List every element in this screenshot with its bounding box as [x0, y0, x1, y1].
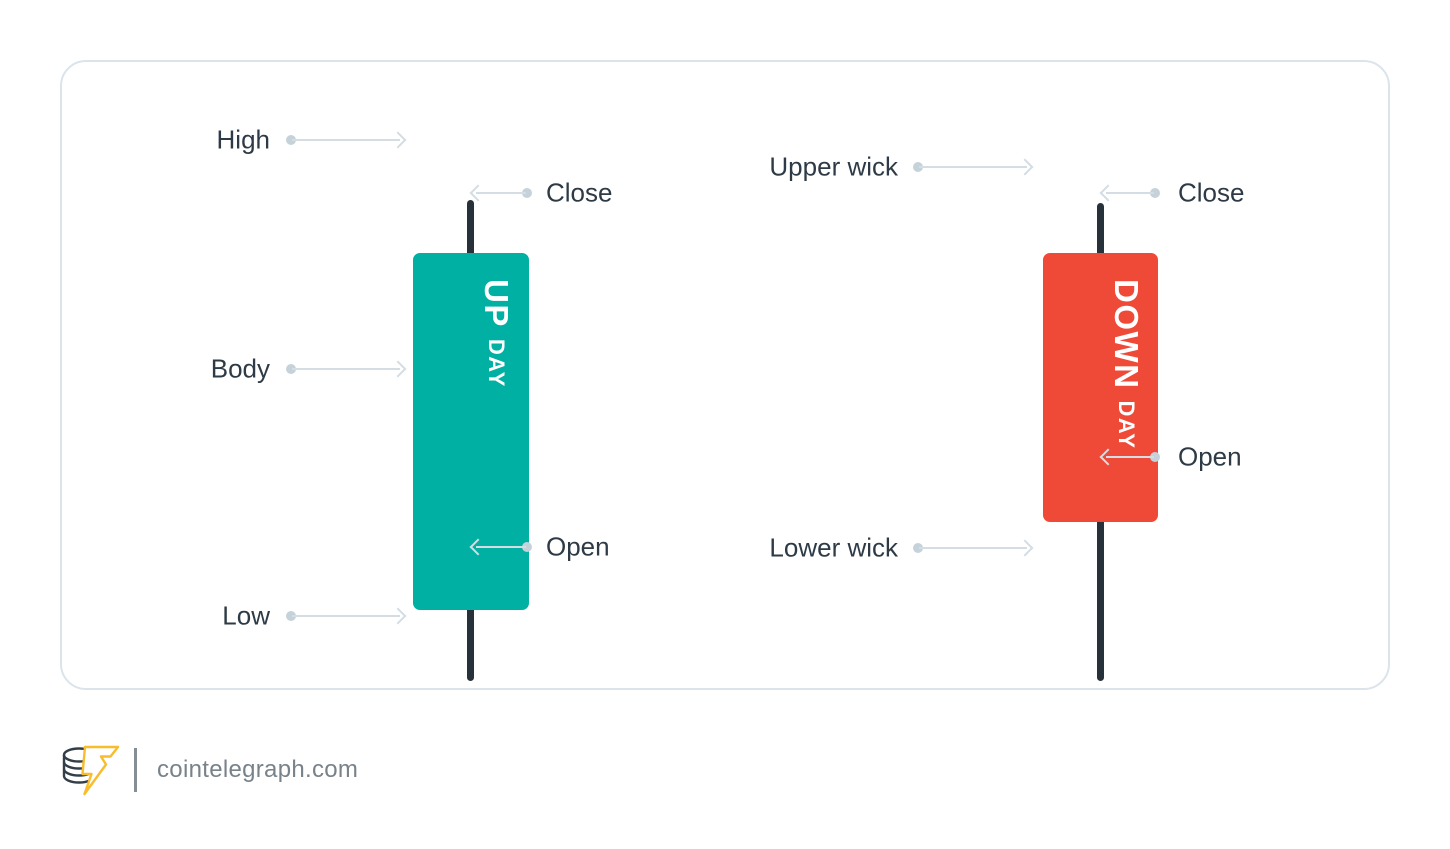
up-candle-title-main: UP: [478, 279, 515, 328]
up-candle-body: UP DAY: [413, 253, 529, 610]
arrow-line: [292, 139, 400, 141]
arrow-head-icon: [469, 184, 487, 202]
arrow-line: [1106, 192, 1154, 194]
low-arrow: [286, 607, 407, 625]
arrow-dot: [522, 188, 532, 198]
arrow-head-icon: [1016, 158, 1034, 176]
arrow-head-icon: [389, 131, 407, 149]
diagram-card: UP DAY DOWN DAY: [60, 60, 1390, 690]
down-candle-body: DOWN DAY: [1043, 253, 1158, 522]
arrow-line: [919, 547, 1027, 549]
arrow-dot: [913, 162, 923, 172]
arrow-dot: [913, 543, 923, 553]
footer-branding: cointelegraph.com: [56, 742, 358, 798]
arrow-head-icon: [1099, 448, 1117, 466]
arrow-dot: [1150, 452, 1160, 462]
body-arrow: [286, 360, 407, 378]
label-upper-wick: Upper wick: [769, 151, 898, 182]
arrow-dot: [286, 135, 296, 145]
arrow-dot: [522, 542, 532, 552]
up-open-arrow: [469, 538, 532, 556]
down-candle-title: DOWN DAY: [1108, 279, 1145, 450]
upper-wick-arrow: [913, 158, 1034, 176]
arrow-head-icon: [389, 607, 407, 625]
label-high: High: [216, 124, 270, 155]
down-candle-title-main: DOWN: [1108, 279, 1145, 390]
up-candle-title-sub: DAY: [484, 338, 510, 388]
arrow-head-icon: [1016, 539, 1034, 557]
down-close-arrow: [1099, 184, 1160, 202]
arrow-dot: [1150, 188, 1160, 198]
arrow-head-icon: [469, 538, 487, 556]
lightning-bolt-icon: [81, 745, 120, 796]
arrow-dot: [286, 364, 296, 374]
label-up-close: Close: [546, 177, 613, 208]
arrow-line: [292, 615, 400, 617]
label-body: Body: [210, 353, 270, 384]
footer-divider: [134, 748, 137, 792]
down-candle-title-sub: DAY: [1114, 400, 1140, 450]
arrow-line: [476, 546, 526, 548]
arrow-head-icon: [389, 360, 407, 378]
label-down-close: Close: [1178, 177, 1245, 208]
label-up-open: Open: [546, 531, 610, 562]
arrow-dot: [286, 611, 296, 621]
up-close-arrow: [469, 184, 532, 202]
arrow-line: [292, 368, 400, 370]
high-arrow: [286, 131, 407, 149]
cointelegraph-logo-icon: [62, 745, 120, 796]
up-candle-title: UP DAY: [478, 279, 515, 388]
label-lower-wick: Lower wick: [769, 532, 898, 563]
lower-wick-arrow: [913, 539, 1034, 557]
arrow-head-icon: [1099, 184, 1117, 202]
label-down-open: Open: [1178, 441, 1242, 472]
arrow-line: [919, 166, 1027, 168]
arrow-line: [476, 192, 526, 194]
footer-website: cointelegraph.com: [157, 756, 359, 783]
label-low: Low: [222, 600, 270, 631]
down-open-arrow: [1099, 448, 1160, 466]
arrow-line: [1106, 456, 1154, 458]
